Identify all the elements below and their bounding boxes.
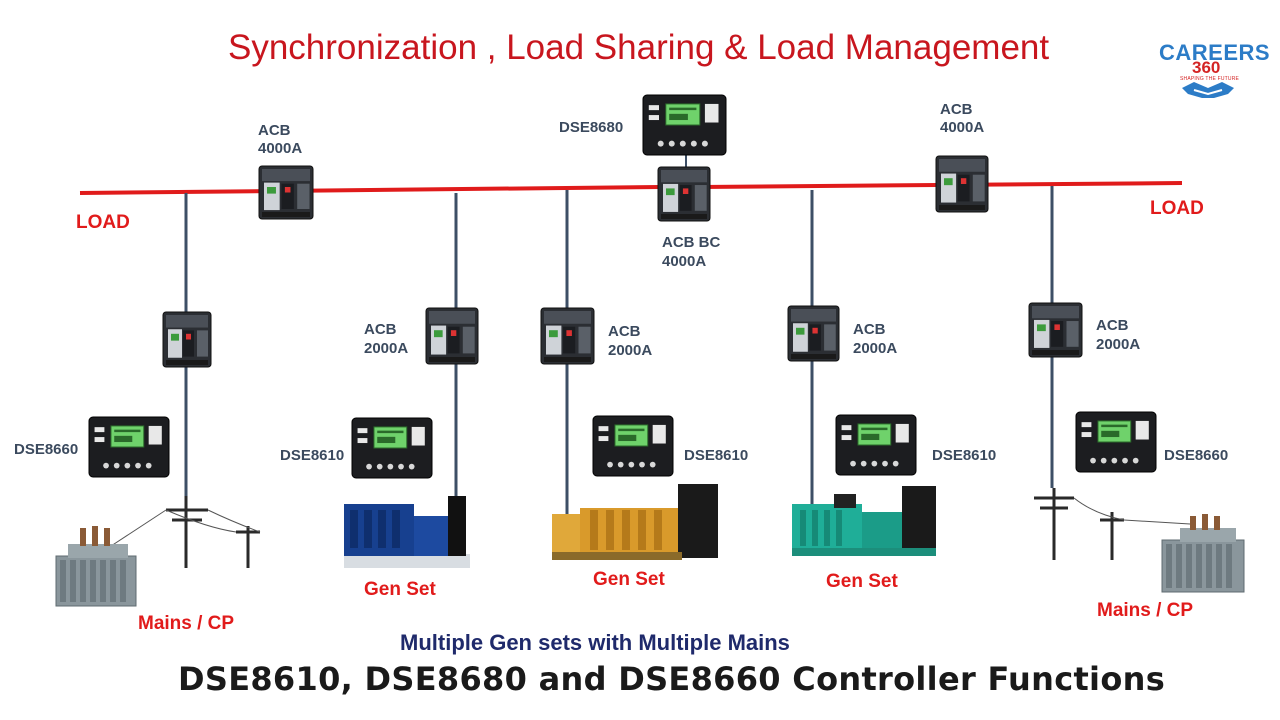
- breaker-mains-right: [1028, 302, 1083, 358]
- load-bus-left: [79, 185, 661, 195]
- acb-gen3-rating: 2000A: [853, 340, 898, 357]
- acb-breaker-icon: [1028, 302, 1083, 358]
- acb-breaker-icon: [540, 307, 595, 365]
- breaker-mains-left: [162, 311, 212, 368]
- acb-breaker-icon: [425, 307, 479, 365]
- genset-1-label: Gen Set: [364, 579, 436, 600]
- controller-dse8610-gen3: [835, 414, 917, 476]
- dse8610-gen2-label: DSE8610: [684, 447, 749, 464]
- genset-3-label: Gen Set: [826, 571, 898, 592]
- dse8610-gen1-label: DSE8610: [280, 447, 345, 464]
- acb-breaker-icon: [258, 165, 314, 220]
- acb-gen1-rating: 2000A: [364, 340, 409, 357]
- genset-3-image: [792, 486, 936, 556]
- acb-mains-right-name: ACB: [1096, 317, 1129, 334]
- controller-dse8660-right: [1075, 411, 1157, 473]
- dse8660-left-label: DSE8660: [14, 441, 79, 458]
- controller-dse8610-gen1: [351, 417, 433, 479]
- diagram-caption: Multiple Gen sets with Multiple Mains: [400, 630, 790, 655]
- acb-breaker-icon: [787, 305, 840, 362]
- acb-mains-right-rating: 2000A: [1096, 336, 1141, 353]
- acb-left-name: ACB: [258, 122, 291, 139]
- controller-dse8610-gen2: [592, 415, 674, 477]
- acb-breaker-icon: [657, 166, 711, 222]
- acb-gen2-rating: 2000A: [608, 342, 653, 359]
- dse8680-label: DSE8680: [559, 119, 624, 136]
- genset-2-image: [552, 484, 718, 560]
- mains-left-pole-transformer: [55, 496, 261, 607]
- acb-gen1-name: ACB: [364, 321, 397, 338]
- footer-band: [0, 656, 1280, 720]
- breaker-acb-right: [935, 155, 989, 213]
- diagram-title: Synchronization , Load Sharing & Load Ma…: [228, 28, 1050, 67]
- acb-bc-rating: 4000A: [662, 253, 707, 270]
- breaker-gen1: [425, 307, 479, 365]
- acb-gen2-name: ACB: [608, 323, 641, 340]
- load-label-right: LOAD: [1150, 198, 1204, 219]
- dse-controller-icon: [88, 416, 170, 478]
- acb-right-rating: 4000A: [940, 119, 985, 136]
- genset-1-image: [344, 496, 470, 568]
- dse-controller-icon: [835, 414, 917, 476]
- breaker-gen3: [787, 305, 840, 362]
- dse-controller-icon: [1075, 411, 1157, 473]
- dse-controller-icon: [642, 94, 727, 156]
- genset-2-label: Gen Set: [593, 569, 665, 590]
- breaker-acb-left: [258, 165, 314, 220]
- acb-breaker-icon: [162, 311, 212, 368]
- handshake-icon: [1182, 82, 1234, 98]
- acb-right-name: ACB: [940, 101, 973, 118]
- load-label-left: LOAD: [76, 212, 130, 233]
- breaker-gen2: [540, 307, 595, 365]
- dse-controller-icon: [351, 417, 433, 479]
- acb-bc-name: ACB BC: [662, 234, 721, 251]
- breaker-acb-bc: [657, 166, 711, 222]
- acb-left-rating: 4000A: [258, 140, 303, 157]
- acb-gen3-name: ACB: [853, 321, 886, 338]
- dse8610-gen3-label: DSE8610: [932, 447, 997, 464]
- mains-left-label: Mains / CP: [138, 613, 235, 634]
- dse8660-right-label: DSE8660: [1164, 447, 1229, 464]
- dse-controller-icon: [592, 415, 674, 477]
- mains-right-label: Mains / CP: [1097, 600, 1194, 621]
- controller-dse8680: [642, 94, 727, 156]
- acb-breaker-icon: [935, 155, 989, 213]
- mains-right-pole-transformer: [1034, 488, 1245, 593]
- controller-dse8660-left: [88, 416, 170, 478]
- footer-title: DSE8610, DSE8680 and DSE8660 Controller …: [178, 660, 1166, 698]
